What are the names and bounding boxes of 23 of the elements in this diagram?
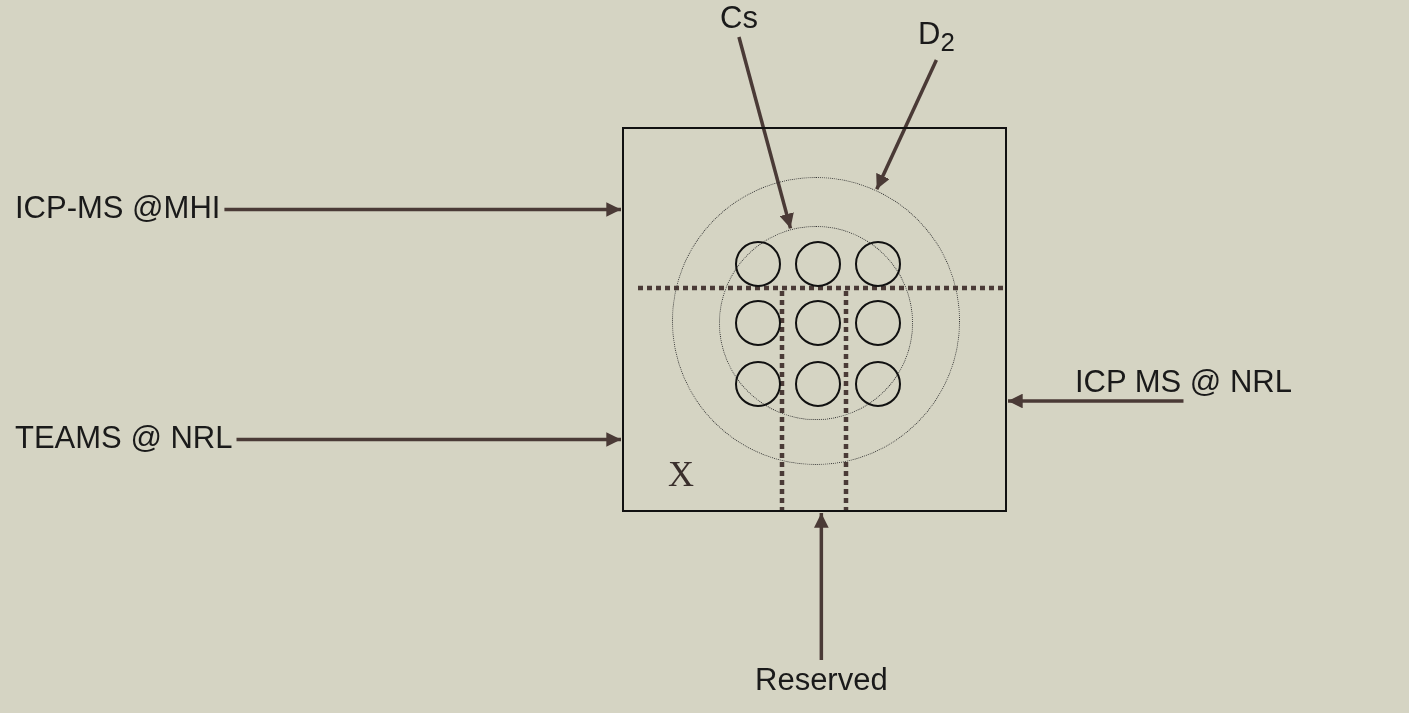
label-text: ICP-MS @MHI <box>15 192 221 223</box>
circle <box>855 361 901 407</box>
arrow <box>737 36 794 229</box>
arrow <box>814 513 829 660</box>
circle <box>795 300 841 346</box>
circle <box>735 300 781 346</box>
circle <box>735 241 781 287</box>
circle <box>795 241 841 287</box>
sample-square <box>622 127 1007 512</box>
arrow <box>224 202 621 217</box>
label-text: ICP MS @ NRL <box>1075 366 1292 397</box>
arrow <box>1008 393 1184 409</box>
label-text: Cs <box>720 2 758 33</box>
region-label: X <box>668 456 694 492</box>
circle <box>855 241 901 287</box>
label-text: D$_{2}$ <box>918 18 955 56</box>
circle <box>735 361 781 407</box>
label-text: Reserved <box>755 664 888 695</box>
label-text: TEAMS @ NRL <box>15 422 233 453</box>
arrow <box>875 59 938 191</box>
arrow <box>236 432 621 447</box>
circle <box>795 361 841 407</box>
circle <box>855 300 901 346</box>
